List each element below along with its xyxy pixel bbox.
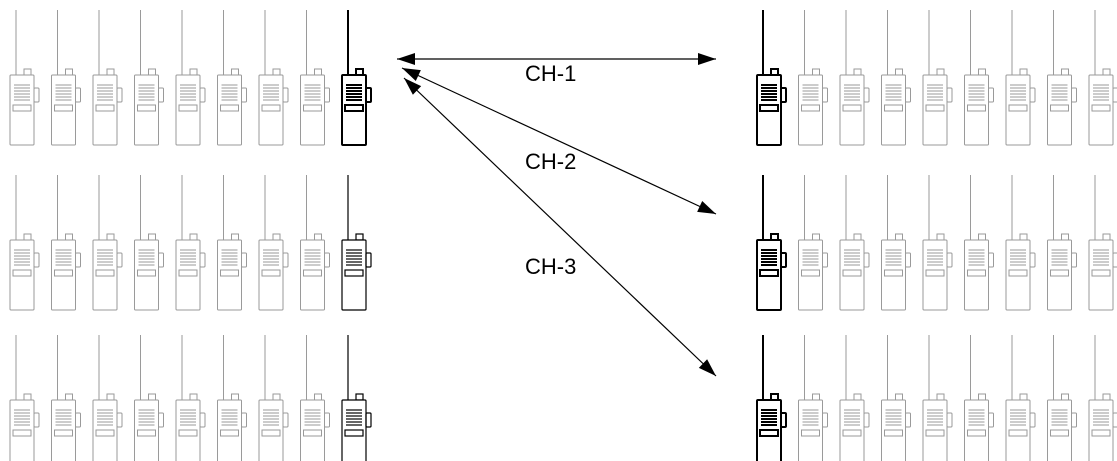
- walkie-talkie-icon: [1047, 175, 1077, 311]
- channel-label-ch-2: CH-2: [525, 149, 576, 174]
- walkie-talkie-icon: [92, 10, 123, 146]
- walkie-talkie-icon: [798, 10, 828, 146]
- walkie-talkie-icon-active: [341, 10, 372, 146]
- walkie-talkie-icon: [300, 175, 330, 311]
- walkie-talkie-icon: [175, 335, 206, 461]
- walkie-talkie-icon: [922, 10, 953, 146]
- channel-label-ch-3: CH-3: [525, 254, 576, 279]
- walkie-talkie-icon: [1088, 335, 1117, 461]
- arrowhead-icon: [698, 359, 716, 376]
- walkie-talkie-icon: [258, 10, 289, 146]
- walkie-talkie-icon: [839, 335, 870, 461]
- walkie-talkie-icon: [9, 10, 40, 146]
- walkie-talkie-icon: [964, 335, 994, 461]
- walkie-talkie-icon: [217, 175, 247, 311]
- walkie-talkie-icon-active: [756, 335, 787, 461]
- walkie-talkie-icon-active: [341, 335, 372, 461]
- walkie-talkie-icon: [922, 175, 953, 311]
- arrowhead-icon: [397, 53, 415, 65]
- walkie-talkie-icon: [1088, 175, 1117, 311]
- arrowhead-icon: [402, 68, 421, 82]
- channel-label-ch-1: CH-1: [525, 61, 576, 86]
- walkie-talkie-icon: [134, 10, 164, 146]
- walkie-talkie-icon: [300, 335, 330, 461]
- right-radio-bank: [756, 10, 1117, 461]
- walkie-talkie-icon: [1047, 10, 1077, 146]
- walkie-talkie-icon: [881, 335, 911, 461]
- walkie-talkie-icon: [258, 175, 289, 311]
- walkie-talkie-icon-active: [341, 175, 372, 311]
- walkie-talkie-icon: [217, 335, 247, 461]
- walkie-talkie-icon: [1005, 10, 1036, 146]
- walkie-talkie-icon: [839, 10, 870, 146]
- walkie-talkie-icon: [798, 175, 828, 311]
- walkie-talkie-icon: [51, 175, 81, 311]
- arrowhead-icon: [698, 53, 716, 65]
- walkie-talkie-icon: [175, 10, 206, 146]
- walkie-talkie-icon: [300, 10, 330, 146]
- walkie-talkie-icon: [1047, 335, 1077, 461]
- walkie-talkie-icon: [1088, 10, 1117, 146]
- walkie-talkie-icon: [92, 175, 123, 311]
- walkie-talkie-icon: [9, 175, 40, 311]
- walkie-talkie-icon: [964, 10, 994, 146]
- channel-arrow-line: [403, 77, 717, 377]
- walkie-talkie-icon: [881, 175, 911, 311]
- walkie-talkie-icon: [922, 335, 953, 461]
- walkie-talkie-icon: [258, 335, 289, 461]
- walkie-talkie-icon-active: [756, 175, 787, 311]
- walkie-talkie-icon: [881, 10, 911, 146]
- channel-links: [397, 53, 717, 377]
- arrowhead-icon: [404, 78, 422, 95]
- walkie-talkie-icon: [1005, 175, 1036, 311]
- arrowhead-icon: [697, 200, 716, 214]
- walkie-talkie-icon: [92, 335, 123, 461]
- channel-arrow-line: [401, 67, 717, 215]
- walkie-talkie-icon: [839, 175, 870, 311]
- walkie-talkie-icon-active: [756, 10, 787, 146]
- walkie-talkie-icon: [134, 335, 164, 461]
- walkie-talkie-icon: [798, 335, 828, 461]
- walkie-talkie-icon: [1005, 335, 1036, 461]
- walkie-talkie-icon: [217, 10, 247, 146]
- walkie-talkie-icon: [175, 175, 206, 311]
- walkie-talkie-icon: [964, 175, 994, 311]
- walkie-talkie-icon: [51, 335, 81, 461]
- walkie-talkie-icon: [9, 335, 40, 461]
- walkie-talkie-icon: [134, 175, 164, 311]
- left-radio-bank: [9, 10, 372, 461]
- walkie-talkie-icon: [51, 10, 81, 146]
